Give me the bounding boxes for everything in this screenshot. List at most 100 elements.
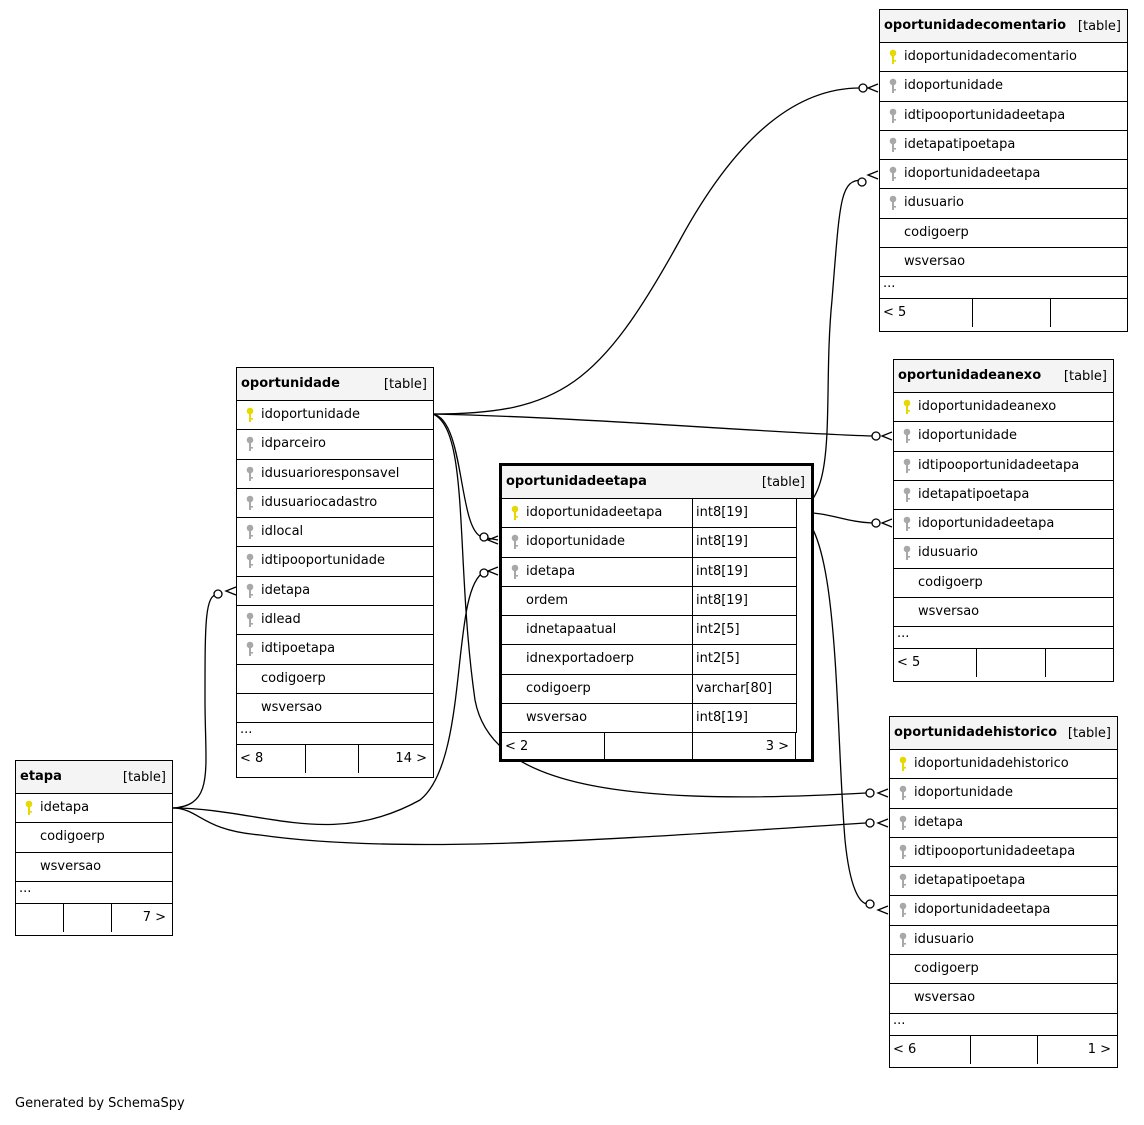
- column-name: idusuariocadastro: [261, 494, 378, 510]
- table-name: oportunidadeanexo: [898, 368, 1042, 383]
- parents-count[interactable]: < 5: [883, 305, 907, 321]
- column-row[interactable]: idlocal: [237, 518, 433, 548]
- column-row[interactable]: wsversao: [16, 853, 172, 882]
- foreign-key-icon: [898, 932, 908, 948]
- column-name: idetapa: [261, 582, 311, 598]
- table-oportunidadeanexo[interactable]: oportunidadeanexo [table] idoportunidade…: [893, 359, 1114, 682]
- table-footer: < 5: [880, 299, 1127, 328]
- table-footer: < 6 1 >: [890, 1035, 1117, 1064]
- column-row[interactable]: idetapa: [237, 577, 433, 607]
- column-row[interactable]: idoportunidade: [237, 401, 433, 431]
- column-row[interactable]: idetapatipoetapa: [894, 481, 1113, 511]
- column-row[interactable]: wsversao: [890, 984, 1117, 1014]
- column-name: idetapatipoetapa: [914, 873, 1026, 889]
- column-name: idlead: [261, 612, 301, 628]
- crow-foot: [486, 535, 499, 545]
- column-row[interactable]: idusuarioresponsavel: [237, 460, 433, 489]
- crow-foot: [880, 518, 893, 528]
- column-row[interactable]: idoportunidadehistorico: [890, 750, 1117, 780]
- parents-count[interactable]: [16, 904, 63, 932]
- table-oportunidadecomentario[interactable]: oportunidadecomentario [table] idoportun…: [879, 9, 1128, 332]
- link-historico-oportunidade: [432, 413, 867, 798]
- primary-key-icon: [898, 756, 908, 772]
- children-count[interactable]: 1 >: [1037, 1035, 1117, 1064]
- table-oportunidadehistorico[interactable]: oportunidadehistorico [table] idoportuni…: [889, 716, 1118, 1068]
- column-row[interactable]: codigoerp: [894, 569, 1113, 599]
- parents-count[interactable]: < 8: [240, 751, 264, 767]
- table-footer: < 8 14 >: [237, 745, 433, 774]
- column-row[interactable]: idetapatipoetapa: [880, 131, 1127, 161]
- children-count[interactable]: 7 >: [111, 903, 172, 932]
- crow-foot: [876, 818, 889, 828]
- table-oportunidadeetapa[interactable]: oportunidadeetapa [table] idoportunidade…: [499, 463, 814, 762]
- footer-middle-cell: [604, 733, 692, 762]
- column-row[interactable]: codigoerp: [880, 219, 1127, 249]
- foreign-key-icon: [902, 487, 912, 503]
- column-row[interactable]: idtipooportunidade: [237, 547, 433, 577]
- parents-count[interactable]: < 6: [893, 1041, 917, 1057]
- column-row[interactable]: idoportunidade: [880, 72, 1127, 102]
- children-count[interactable]: 14 >: [358, 745, 433, 774]
- foreign-key-icon: [888, 108, 898, 124]
- column-row[interactable]: idoportunidadeetapa: [894, 510, 1113, 540]
- column-name: wsversao: [40, 858, 102, 874]
- table-footer: < 2 3 >: [502, 733, 796, 762]
- column-row[interactable]: wsversao: [894, 598, 1113, 628]
- column-row[interactable]: idoportunidadeanexo: [894, 393, 1113, 423]
- column-row[interactable]: codigoerp: [237, 665, 433, 694]
- parents-count[interactable]: < 5: [897, 655, 921, 671]
- column-row[interactable]: idlead: [237, 606, 433, 636]
- column-row[interactable]: idtipooportunidadeetapa: [880, 102, 1127, 131]
- children-count[interactable]: 3 >: [692, 733, 795, 762]
- column-row[interactable]: idetapatipoetapa: [890, 867, 1117, 897]
- parents-count[interactable]: < 2: [505, 739, 529, 755]
- column-name: idetapa: [526, 563, 576, 579]
- column-name: idetapatipoetapa: [918, 486, 1030, 502]
- column-row[interactable]: wsversao: [880, 248, 1127, 278]
- footer-middle-cell: [972, 299, 1050, 328]
- link-anexo-oportunidade: [432, 413, 873, 437]
- column-row[interactable]: idusuariocadastro: [237, 489, 433, 519]
- column-row[interactable]: idusuario: [894, 539, 1113, 569]
- foreign-key-icon: [902, 458, 912, 474]
- column-row[interactable]: idusuario: [880, 189, 1127, 219]
- column-row[interactable]: idoportunidadeetapa: [890, 896, 1117, 926]
- column-row[interactable]: idtipooportunidadeetapa: [894, 452, 1113, 481]
- column-row[interactable]: idusuario: [890, 926, 1117, 956]
- column-row[interactable]: idoportunidade: [890, 779, 1117, 809]
- column-row[interactable]: idetapa: [16, 794, 172, 824]
- foreign-key-icon: [898, 844, 908, 860]
- table-type: [table]: [761, 475, 805, 490]
- column-row[interactable]: idoportunidade: [894, 422, 1113, 452]
- column-row[interactable]: idoportunidadeetapa: [880, 160, 1127, 190]
- column-row[interactable]: idoportunidadecomentario: [880, 43, 1127, 73]
- column-row[interactable]: idetapa: [890, 809, 1117, 838]
- column-row[interactable]: codigoerp: [890, 955, 1117, 985]
- column-name: idoportunidade: [914, 785, 1014, 801]
- crow-foot: [866, 170, 879, 180]
- column-type: int8[19]: [692, 586, 796, 616]
- column-row[interactable]: codigoerp: [16, 823, 172, 853]
- primary-key-icon: [245, 407, 255, 423]
- column-row[interactable]: idtipooportunidadeetapa: [890, 838, 1117, 868]
- column-row[interactable]: idtipoetapa: [237, 635, 433, 665]
- column-row[interactable]: wsversao: [237, 694, 433, 724]
- column-row[interactable]: idparceiro: [237, 430, 433, 460]
- column-type: int8[19]: [692, 499, 796, 528]
- children-count[interactable]: [1050, 299, 1127, 328]
- column-name: idtipooportunidade: [261, 553, 385, 569]
- link-historico-oportunidadeetapa: [794, 511, 869, 905]
- column-name: wsversao: [914, 990, 976, 1006]
- footer-middle-cell: [970, 1035, 1037, 1064]
- children-count[interactable]: [1045, 649, 1113, 678]
